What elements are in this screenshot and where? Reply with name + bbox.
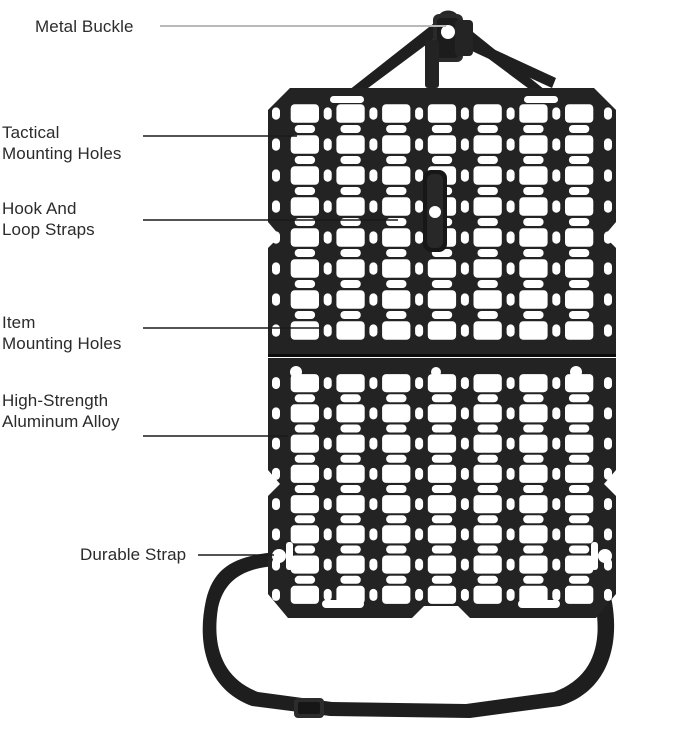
strap-anchor-tabs (272, 542, 612, 570)
carry-strap (344, 10, 556, 100)
label-metal-buckle: Metal Buckle (35, 17, 134, 36)
label-durable-strap: Durable Strap (80, 545, 187, 564)
leader-lines (143, 25, 446, 556)
bottom-edge-slots (322, 600, 560, 608)
top-strap-slots (330, 96, 558, 103)
tactical-mounting-holes-lower (272, 374, 612, 604)
hook-and-loop-strap (423, 170, 447, 252)
